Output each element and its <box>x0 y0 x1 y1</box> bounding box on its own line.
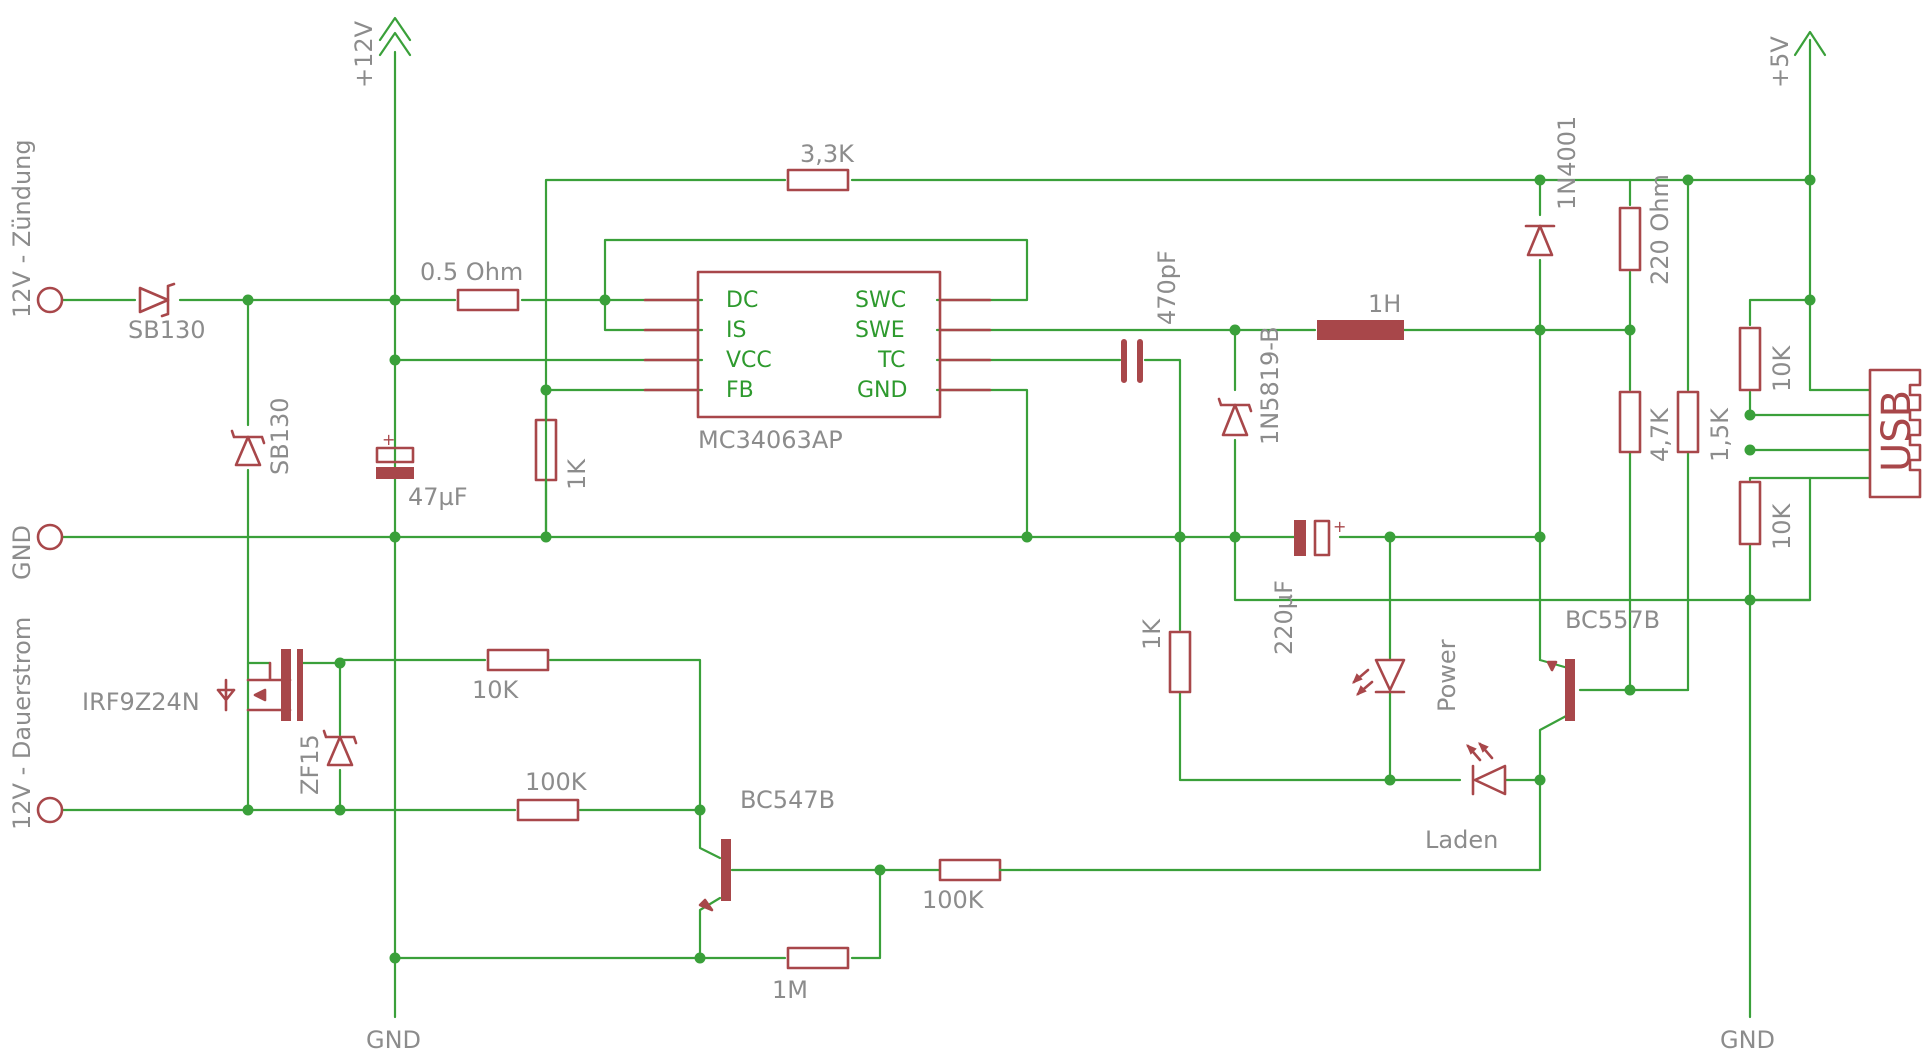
label-470pf: 470pF <box>1153 250 1181 325</box>
diode-zf15 <box>322 729 358 767</box>
wires <box>60 38 1872 1019</box>
input-terminal-dauerstrom[interactable] <box>36 796 64 824</box>
resistor-10k-gate <box>486 648 550 672</box>
supply-5v-arrow <box>1793 30 1827 57</box>
capacitor-47uf: + <box>375 430 415 479</box>
label-gnd-bottom-b: GND <box>1720 1026 1775 1054</box>
diode-1n4001 <box>1524 224 1556 257</box>
resistor-100k-base <box>516 798 580 822</box>
diode-sb130-vertical <box>230 429 266 467</box>
label-led-power: Power <box>1433 639 1461 712</box>
led-laden <box>1466 742 1507 796</box>
label-irf9z24n: IRF9Z24N <box>82 688 200 716</box>
resistor-05ohm <box>456 288 520 312</box>
label-gnd-left: GND <box>8 525 36 580</box>
resistor-1k-led <box>1168 630 1192 694</box>
resistor-15k <box>1676 390 1700 454</box>
text-labels: +12V +5V 12V - Zündung GND 12V - Dauerst… <box>8 20 1920 1054</box>
label-10k-c: 10K <box>472 676 520 704</box>
label-5v: +5V <box>1766 36 1794 88</box>
capacitor-470pf <box>1121 339 1143 383</box>
label-12v: +12V <box>350 20 378 88</box>
svg-text:+: + <box>1333 517 1346 536</box>
label-47uf: 47µF <box>408 483 468 511</box>
led-power <box>1352 658 1406 696</box>
label-1h: 1H <box>1368 290 1401 318</box>
label-100k-b: 100K <box>922 886 985 914</box>
label-1m: 1M <box>772 976 808 1004</box>
label-05ohm: 0.5 Ohm <box>420 258 523 286</box>
transistor-bc557 <box>1546 659 1575 721</box>
label-bc557: BC557B <box>1565 606 1660 634</box>
ic-pin-swe: SWE <box>855 318 905 343</box>
label-10k-a: 10K <box>1768 344 1796 392</box>
label-220ohm: 220 Ohm <box>1646 174 1674 285</box>
input-terminal-zuendung[interactable] <box>36 286 64 314</box>
label-47k: 4,7K <box>1646 407 1674 462</box>
ic-pin-vcc: VCC <box>726 348 772 373</box>
resistor-1m <box>786 946 850 970</box>
ic-pin-is: IS <box>726 318 746 343</box>
label-100k-a: 100K <box>525 768 588 796</box>
resistor-47k <box>1618 390 1642 454</box>
resistor-100k-bc557 <box>938 858 1002 882</box>
usb-connector[interactable] <box>1868 368 1922 499</box>
label-ic-name: MC34063AP <box>698 426 843 454</box>
label-1k-a: 1K <box>563 458 591 490</box>
label-in-dauerstrom: 12V - Dauerstrom <box>8 617 36 830</box>
junctions <box>242 174 1816 964</box>
label-sb130-b: SB130 <box>266 397 294 475</box>
supply-12v-arrow <box>378 16 412 57</box>
label-usb: USB <box>1874 390 1920 472</box>
label-1n5819: 1N5819-B <box>1256 326 1284 445</box>
label-220uf: 220µF <box>1270 580 1298 655</box>
label-zf15: ZF15 <box>296 734 324 795</box>
resistor-33k <box>786 168 850 192</box>
ic-mc34063 <box>643 270 992 419</box>
diode-1n5819 <box>1217 397 1253 437</box>
label-in-zuendung: 12V - Zündung <box>8 139 36 318</box>
ic-pin-gnd: GND <box>857 378 907 403</box>
svg-text:+: + <box>382 430 395 449</box>
ic-pin-tc: TC <box>877 348 906 373</box>
label-bc547: BC547B <box>740 786 835 814</box>
diode-sb130-horizontal <box>138 282 176 318</box>
label-10k-b: 10K <box>1768 502 1796 550</box>
resistor-220ohm <box>1618 206 1642 272</box>
resistor-10k-top <box>1738 326 1762 392</box>
ic-pin-fb: FB <box>726 378 754 403</box>
label-gnd-bottom-a: GND <box>366 1026 421 1054</box>
label-1k-b: 1K <box>1138 618 1166 650</box>
ic-pin-swc: SWC <box>855 288 906 313</box>
capacitor-220uf: + <box>1294 517 1346 557</box>
mosfet-irf9z24n <box>216 649 303 721</box>
label-33k: 3,3K <box>800 140 855 168</box>
transistor-bc547 <box>698 839 731 912</box>
label-sb130-a: SB130 <box>128 316 206 344</box>
label-15k: 1,5K <box>1706 407 1734 462</box>
resistor-10k-bottom <box>1738 480 1762 546</box>
label-led-laden: Laden <box>1425 826 1498 854</box>
inductor-1h <box>1317 320 1404 340</box>
ic-pin-dc: DC <box>726 288 758 313</box>
input-terminal-gnd[interactable] <box>36 523 64 551</box>
label-1n4001: 1N4001 <box>1553 116 1581 210</box>
